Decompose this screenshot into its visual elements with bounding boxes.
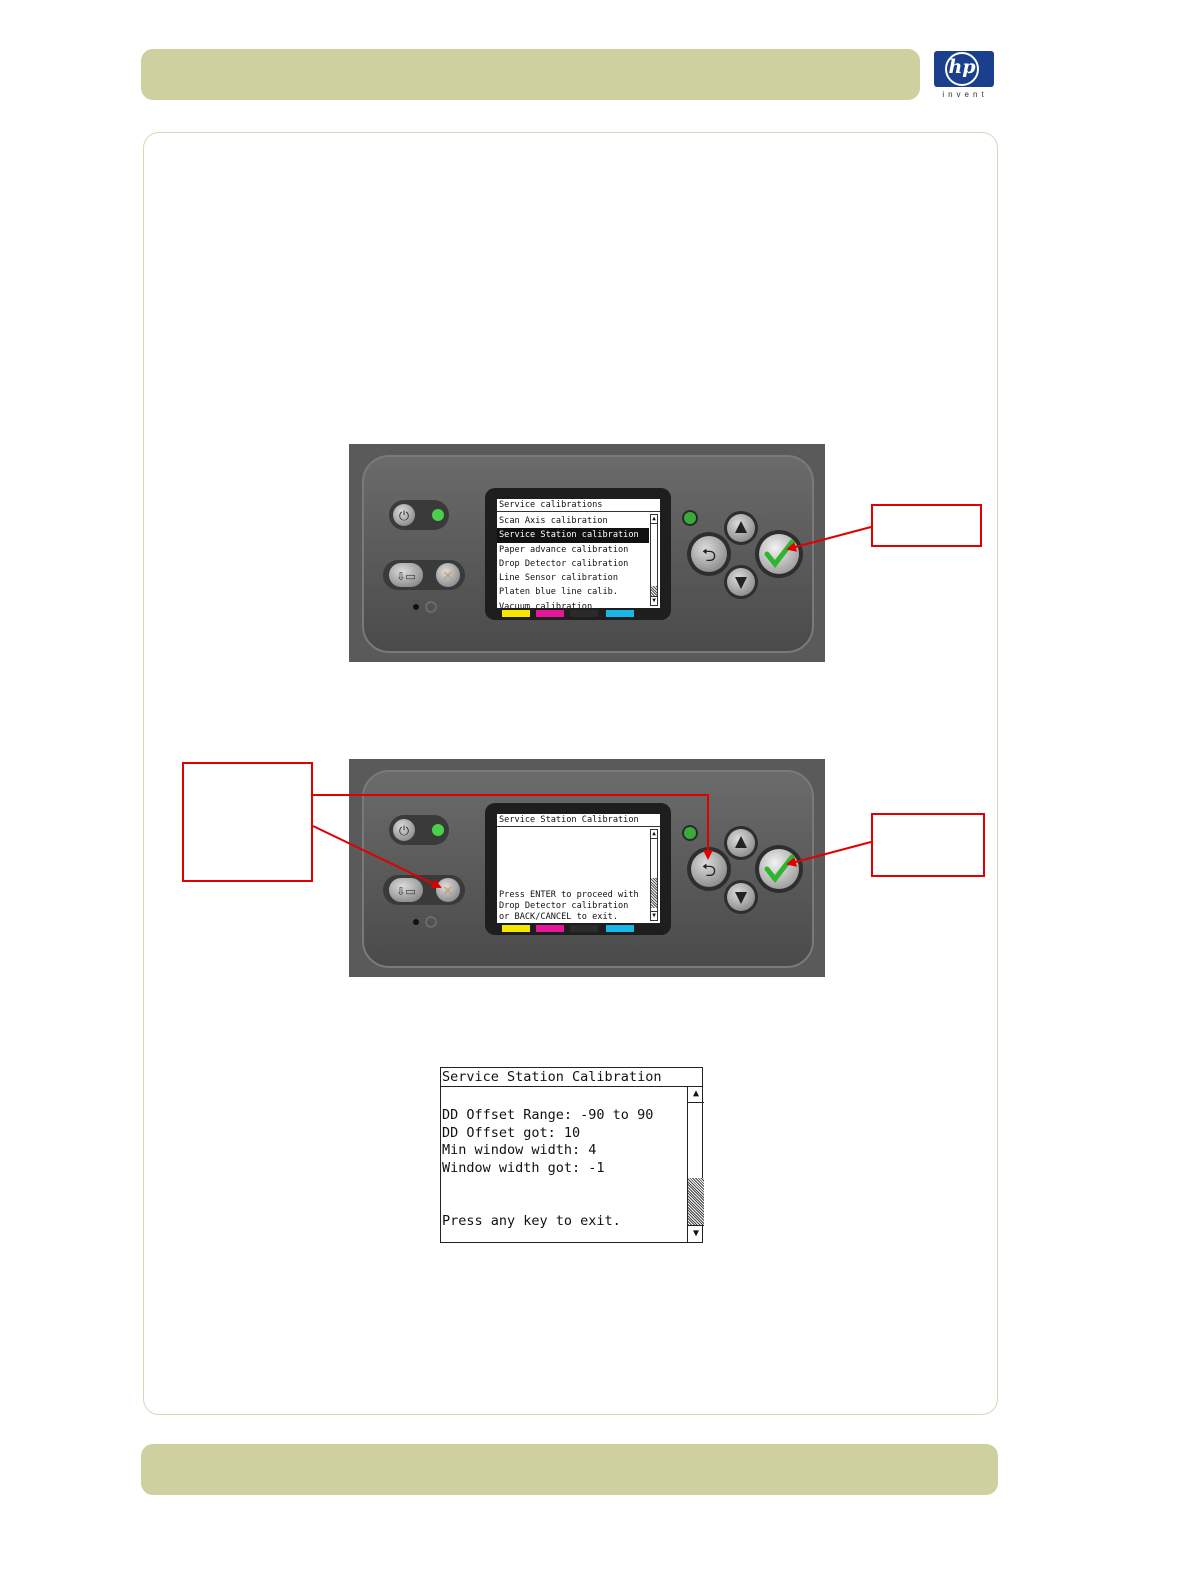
result-footer: Press any key to exit. bbox=[442, 1213, 621, 1229]
message-line: or BACK/CANCEL to exit. bbox=[499, 912, 618, 922]
svg-text:⇩▭: ⇩▭ bbox=[396, 885, 416, 898]
cancel-button[interactable]: ✕ bbox=[436, 563, 460, 587]
ink-bar bbox=[502, 925, 634, 932]
up-button[interactable] bbox=[724, 511, 758, 545]
callout-box-back-cancel bbox=[182, 762, 313, 882]
scroll-thumb[interactable] bbox=[688, 1178, 704, 1225]
scroll-down-icon[interactable]: ▼ bbox=[688, 1225, 704, 1242]
lcd-screen-1: Service calibrations Scan Axis calibrati… bbox=[497, 499, 660, 608]
menu-list: Scan Axis calibration Service Station ca… bbox=[497, 514, 649, 608]
result-title: Service Station Calibration bbox=[441, 1068, 703, 1087]
arrow-to-back bbox=[313, 794, 713, 860]
svg-text:⇩▭: ⇩▭ bbox=[396, 570, 416, 583]
result-screen: Service Station Calibration DD Offset Ra… bbox=[440, 1067, 704, 1243]
power-button[interactable]: ⏻ bbox=[389, 500, 449, 530]
svg-text:✕: ✕ bbox=[443, 569, 454, 584]
arrow-to-cancel bbox=[312, 825, 442, 889]
result-line: DD Offset Range: -90 to 90 bbox=[442, 1107, 654, 1123]
result-line: DD Offset got: 10 bbox=[442, 1125, 581, 1141]
up-button[interactable] bbox=[724, 826, 758, 860]
power-button[interactable]: ⏻ bbox=[389, 815, 449, 845]
arrow-to-ok-1 bbox=[786, 526, 872, 552]
svg-text:⮌: ⮌ bbox=[702, 545, 716, 566]
down-button[interactable] bbox=[724, 880, 758, 914]
svg-text:⮌: ⮌ bbox=[702, 860, 716, 881]
menu-item-scan-axis[interactable]: Scan Axis calibration bbox=[499, 516, 608, 526]
hp-logo: hp invent bbox=[932, 49, 998, 103]
svg-text:✕: ✕ bbox=[443, 884, 454, 899]
content-frame bbox=[143, 132, 998, 1415]
scroll-up-icon[interactable]: ▲ bbox=[688, 1086, 704, 1103]
menu-item-line-sensor[interactable]: Line Sensor calibration bbox=[499, 573, 618, 584]
status-led bbox=[682, 510, 698, 526]
arrow-to-ok-2 bbox=[786, 841, 872, 867]
lcd-screen-2: Service Station Calibration Press ENTER … bbox=[497, 814, 660, 923]
cancel-button[interactable]: ✕ bbox=[436, 878, 460, 902]
menu-item-paper-advance[interactable]: Paper advance calibration bbox=[499, 544, 629, 555]
back-button[interactable]: ⮌ bbox=[687, 847, 731, 891]
power-led bbox=[432, 824, 444, 836]
result-line: Window width got: -1 bbox=[442, 1160, 605, 1176]
footer-band bbox=[141, 1444, 998, 1495]
lcd-message: Press ENTER to proceed with Drop Detecto… bbox=[499, 890, 651, 923]
header-band bbox=[141, 49, 920, 100]
svg-text:⏻: ⏻ bbox=[399, 824, 409, 839]
menu-item-service-station[interactable]: Service Station calibration bbox=[497, 528, 649, 543]
down-button[interactable] bbox=[724, 565, 758, 599]
scroll-down-icon[interactable]: ▼ bbox=[651, 596, 657, 604]
lcd-scrollbar[interactable]: ▲ ▼ bbox=[650, 829, 658, 921]
menu-item-drop-detector[interactable]: Drop Detector calibration bbox=[499, 558, 629, 569]
svg-text:⏻: ⏻ bbox=[399, 509, 409, 524]
menu-item-vacuum[interactable]: Vacuum calibration bbox=[499, 601, 593, 608]
callout-box-ok-2 bbox=[871, 813, 985, 877]
scroll-up-icon[interactable]: ▲ bbox=[651, 830, 657, 839]
menu-item-platen-blue-line[interactable]: Platen blue line calib. bbox=[499, 587, 618, 598]
result-line: Min window width: 4 bbox=[442, 1142, 597, 1158]
message-line: Press ENTER to proceed with bbox=[499, 890, 639, 900]
scroll-up-icon[interactable]: ▲ bbox=[651, 515, 657, 524]
power-led bbox=[432, 509, 444, 521]
lcd-title: Service calibrations bbox=[497, 499, 660, 512]
front-panel-1: ⏻ ⇩▭ ✕ ⮌ bbox=[349, 444, 825, 662]
message-line: Drop Detector calibration bbox=[499, 901, 629, 911]
ink-bar bbox=[502, 610, 634, 617]
result-scrollbar[interactable]: ▲ ▼ bbox=[687, 1086, 704, 1242]
callout-box-ok-1 bbox=[871, 504, 982, 547]
lcd-title: Service Station Calibration bbox=[497, 814, 660, 827]
status-led bbox=[682, 825, 698, 841]
back-button[interactable]: ⮌ bbox=[687, 532, 731, 576]
scroll-down-icon[interactable]: ▼ bbox=[651, 911, 657, 919]
lcd-scrollbar[interactable]: ▲ ▼ bbox=[650, 514, 658, 606]
ok-button[interactable] bbox=[755, 530, 803, 578]
